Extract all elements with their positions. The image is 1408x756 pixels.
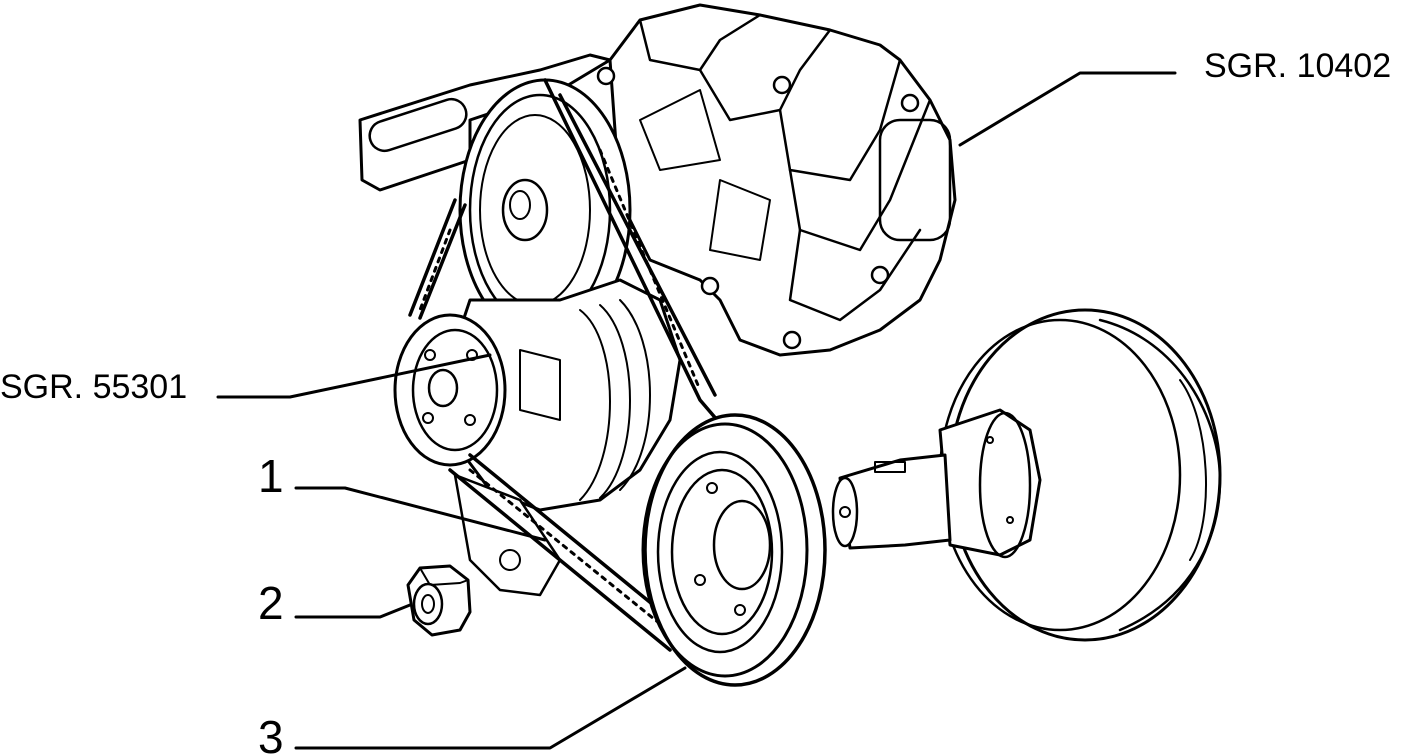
nut — [406, 564, 472, 637]
idler-pulley — [393, 313, 507, 467]
item-number-1: 1 — [258, 450, 284, 502]
leader-item-1 — [294, 486, 547, 542]
crankshaft-pulley — [641, 413, 827, 687]
leader-sgr-10402 — [958, 71, 1177, 147]
alternator — [438, 278, 682, 597]
leader-lines — [216, 71, 1177, 750]
leader-sgr-55301 — [216, 353, 492, 399]
leader-item-2 — [294, 603, 412, 619]
pump-housing — [596, 3, 957, 357]
item-number-3: 3 — [258, 711, 284, 756]
leader-item-3 — [294, 666, 687, 750]
crankshaft — [831, 308, 1222, 642]
ref-label-sgr-10402: SGR. 10402 — [1204, 47, 1391, 85]
item-number-2: 2 — [258, 577, 284, 629]
ref-label-sgr-55301: SGR. 55301 — [0, 368, 187, 406]
